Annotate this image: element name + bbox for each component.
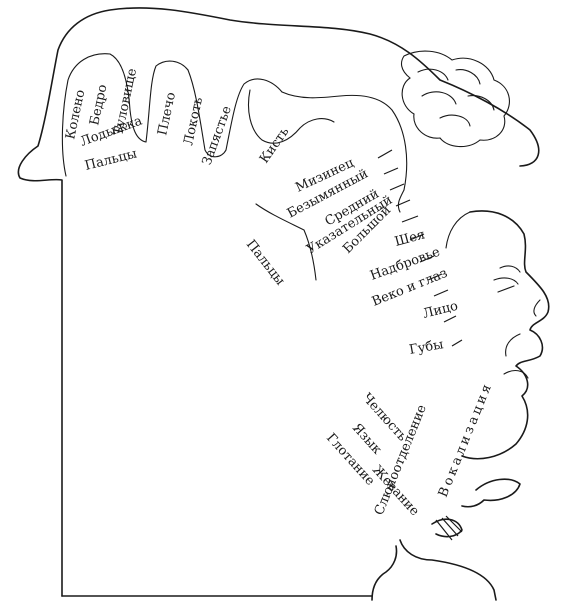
label-vocalization: Вокализация <box>436 380 496 500</box>
label-wrist: Запястье <box>200 104 235 168</box>
label-fingers: Пальцы <box>243 237 288 288</box>
label-elbow: Локоть <box>181 96 206 147</box>
label-hip: Бедро <box>87 83 110 127</box>
face-profile <box>446 211 549 459</box>
label-toes: Пальцы <box>83 146 138 173</box>
label-hand: Кисть <box>257 125 292 167</box>
label-lips: Губы <box>408 337 445 358</box>
label-neck: Шея <box>393 227 427 249</box>
label-shoulder: Плечо <box>155 91 179 137</box>
lower-right-structures <box>62 479 520 600</box>
label-face: Лицо <box>421 299 459 322</box>
